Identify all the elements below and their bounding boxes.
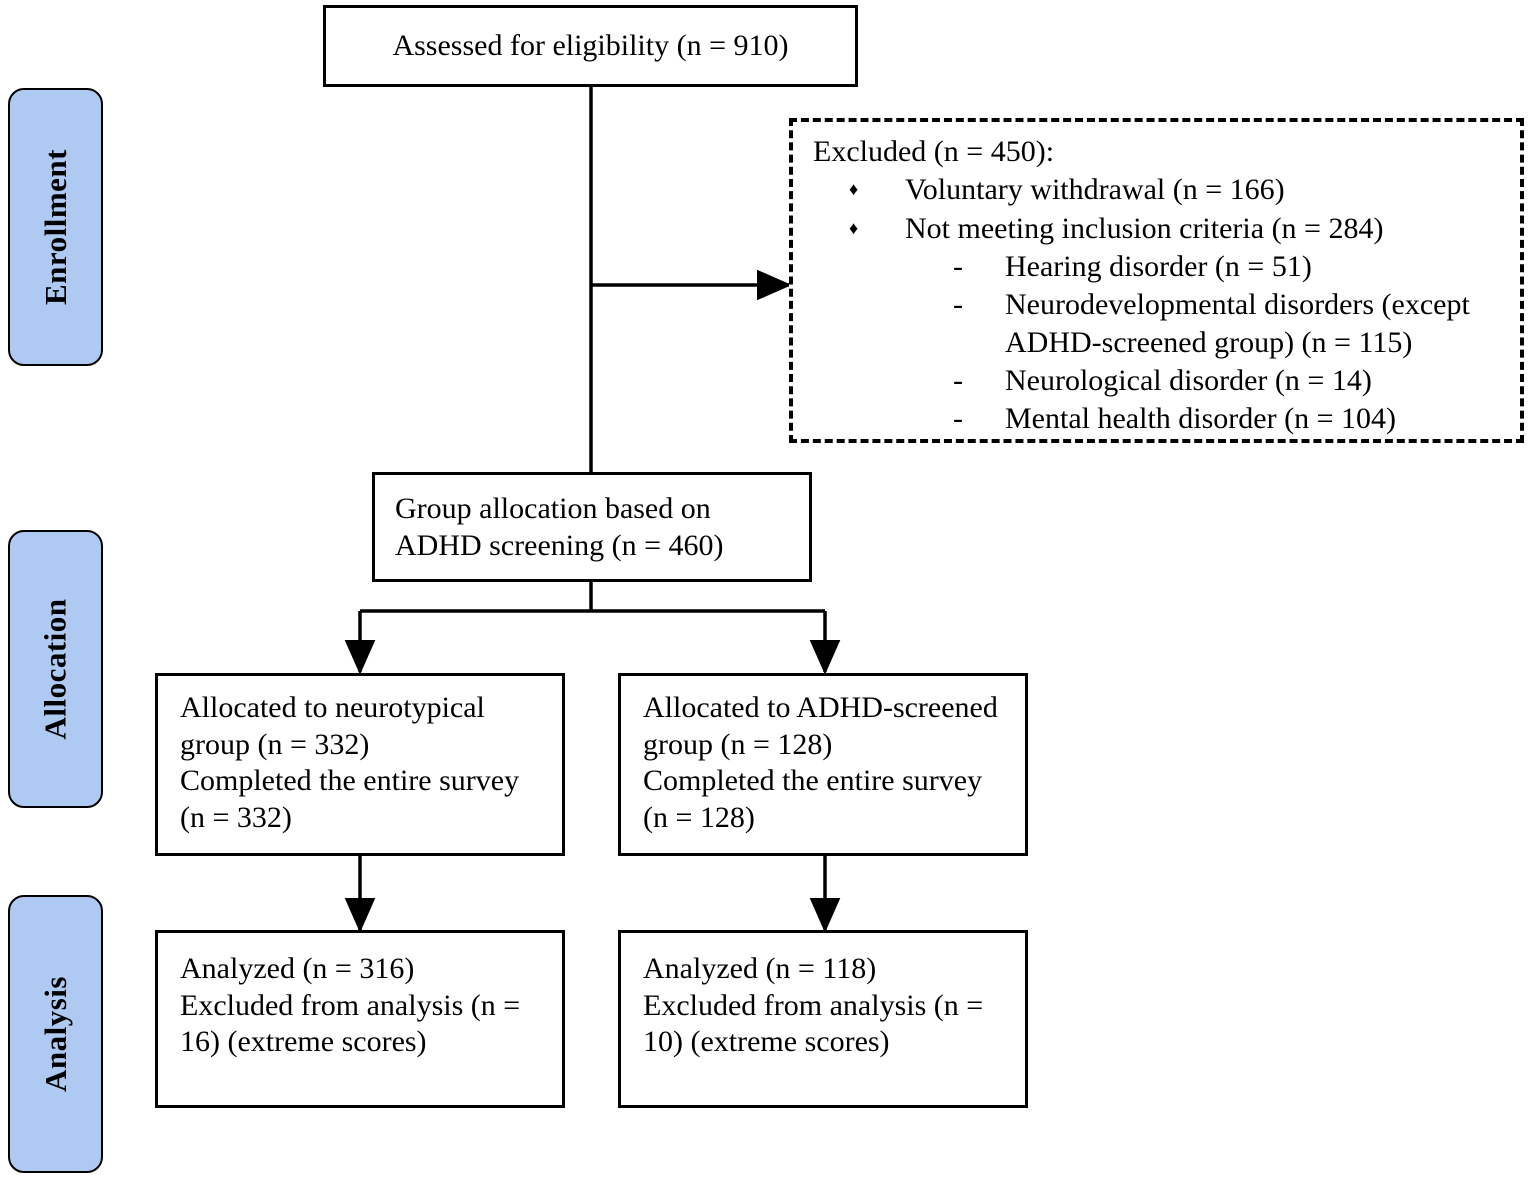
- stage-label-allocation-text: Allocation: [37, 598, 73, 740]
- node-allocated-neurotypical: Allocated to neurotypical group (n = 332…: [155, 673, 565, 856]
- excluded-subreason-text: Mental health disorder (n = 104): [1005, 402, 1396, 436]
- stage-label-analysis: Analysis: [8, 895, 103, 1173]
- excluded-reason-text: Not meeting inclusion criteria (n = 284): [905, 211, 1384, 245]
- node-analyzed-adhd-line2: Excluded from analysis (n = 10) (extreme…: [643, 988, 984, 1059]
- excluded-subreason-item: - Neurological disorder (n = 14): [905, 362, 1504, 400]
- dash-icon: -: [953, 249, 963, 283]
- node-analyzed-adhd-screened: Analyzed (n = 118) Excluded from analysi…: [618, 930, 1028, 1108]
- node-excluded-heading: Excluded (n = 450):: [813, 135, 1055, 168]
- node-assessed-for-eligibility: Assessed for eligibility (n = 910): [323, 5, 858, 87]
- node-analyzed-neurotypical: Analyzed (n = 316) Excluded from analysi…: [155, 930, 565, 1108]
- excluded-reason-list: ♦ Voluntary withdrawal (n = 166) ♦ Not m…: [813, 171, 1504, 439]
- dash-icon: -: [953, 364, 963, 398]
- excluded-subreason-text: Neurological disorder (n = 14): [1005, 364, 1372, 398]
- node-group-allocation-line2: ADHD screening (n = 460): [395, 528, 724, 562]
- bullet-diamond-icon: ♦: [849, 178, 859, 199]
- node-allocated-adhd-line2: Completed the entire survey (n = 128): [643, 764, 983, 834]
- node-analyzed-adhd-line1: Analyzed (n = 118): [643, 952, 877, 985]
- stage-label-analysis-text: Analysis: [37, 976, 73, 1092]
- excluded-reason-item: ♦ Not meeting inclusion criteria (n = 28…: [813, 210, 1504, 439]
- stage-label-enrollment: Enrollment: [8, 88, 103, 366]
- excluded-subreason-list: - Hearing disorder (n = 51) - Neurodevel…: [905, 248, 1504, 438]
- excluded-reason-text: Voluntary withdrawal (n = 166): [905, 172, 1285, 206]
- excluded-subreason-item: - Neurodevelopmental disorders (except A…: [905, 286, 1504, 362]
- node-analyzed-neurotypical-line2: Excluded from analysis (n = 16) (extreme…: [180, 988, 521, 1059]
- excluded-subreason-text: Neurodevelopmental disorders (except ADH…: [1005, 287, 1470, 359]
- node-allocated-adhd-screened: Allocated to ADHD-screened group (n = 12…: [618, 673, 1028, 856]
- node-group-allocation: Group allocation based on ADHD screening…: [372, 472, 812, 582]
- excluded-subreason-item: - Mental health disorder (n = 104): [905, 400, 1504, 438]
- node-excluded: Excluded (n = 450): ♦ Voluntary withdraw…: [789, 118, 1524, 443]
- dash-icon: -: [953, 402, 963, 436]
- stage-label-allocation: Allocation: [8, 530, 103, 808]
- bullet-diamond-icon: ♦: [849, 217, 859, 238]
- node-assessed-text: Assessed for eligibility (n = 910): [392, 28, 789, 62]
- stage-label-enrollment-text: Enrollment: [37, 149, 73, 305]
- node-group-allocation-line1: Group allocation based on: [395, 492, 711, 525]
- excluded-subreason-text: Hearing disorder (n = 51): [1005, 249, 1312, 283]
- excluded-subreason-item: - Hearing disorder (n = 51): [905, 248, 1504, 286]
- node-allocated-neurotypical-line1: Allocated to neurotypical group (n = 332…: [180, 691, 485, 761]
- node-analyzed-neurotypical-line1: Analyzed (n = 316): [180, 952, 415, 985]
- dash-icon: -: [953, 287, 963, 321]
- node-allocated-neurotypical-line2: Completed the entire survey (n = 332): [180, 764, 520, 834]
- node-allocated-adhd-line1: Allocated to ADHD-screened group (n = 12…: [643, 691, 998, 761]
- excluded-reason-item: ♦ Voluntary withdrawal (n = 166): [813, 171, 1504, 209]
